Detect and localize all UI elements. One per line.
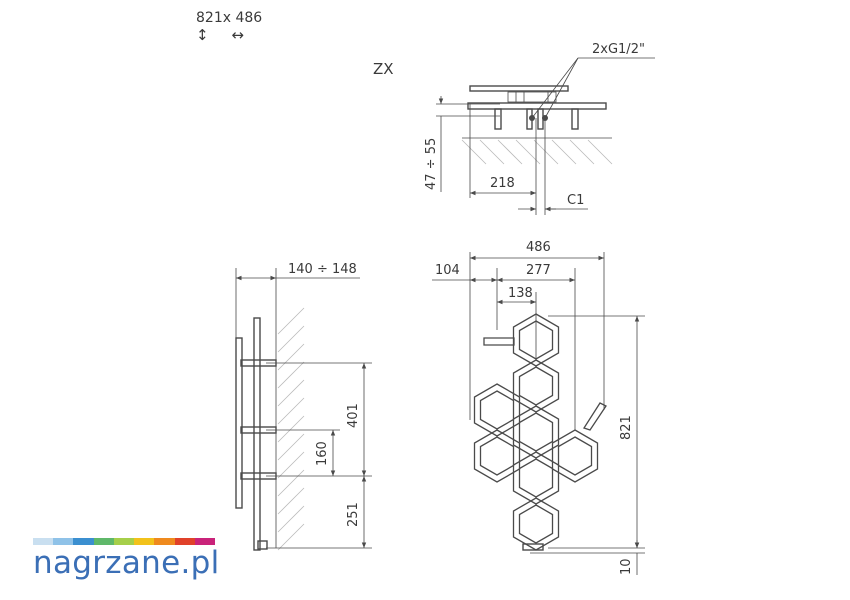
hexagon-cell [512, 313, 560, 367]
leader-line [531, 57, 579, 119]
left-towel-bar [483, 337, 515, 346]
hatch-line [277, 343, 305, 371]
dim-10-label: 10 [619, 558, 634, 575]
hexagon-cell [518, 504, 554, 544]
hatch-line [479, 139, 505, 165]
hexagon-cell [518, 412, 554, 452]
radiator-front-profile [235, 337, 243, 509]
hexagon-cell [518, 458, 554, 498]
brand-color-bar [73, 538, 94, 545]
valve-block [507, 91, 557, 103]
hexagon-cell [512, 405, 560, 459]
hatch-line [277, 523, 305, 551]
model-code: ZX [373, 60, 394, 78]
height-label: 821 [619, 415, 634, 440]
hatch-line [277, 433, 305, 461]
radiator-body-plate [467, 102, 607, 110]
hatch-line [497, 139, 523, 165]
radiator-top-plate [469, 85, 569, 92]
hatch-line [277, 397, 305, 425]
hatch-line [277, 415, 305, 443]
radiator-rear-profile [253, 317, 261, 551]
pipe-stub [257, 540, 268, 550]
right-towel-bar [583, 402, 607, 431]
brand-logo: nagrzane.pl [33, 538, 220, 580]
hatch-line [277, 469, 305, 497]
hatch-line [587, 139, 613, 165]
horizontal-arrow-icon: ↔ [231, 26, 244, 44]
brand-color-bar [53, 538, 74, 545]
hatch-line [533, 139, 559, 165]
hatch-line [569, 139, 595, 165]
bracket-left [494, 108, 502, 130]
hatch-line [277, 487, 305, 515]
hexagon-cell [473, 429, 521, 483]
hexagon-radiator [473, 313, 599, 551]
wall-hatch-top [461, 137, 613, 165]
hexagon-cell [473, 383, 521, 437]
brand-color-bar [113, 538, 135, 545]
hatch-line [277, 451, 305, 479]
brand-color-bars [33, 538, 215, 545]
hatch-line [277, 379, 305, 407]
dim-401-label: 401 [346, 403, 361, 428]
hatch-line [277, 325, 305, 353]
c1-label: C1 [567, 193, 584, 208]
front-view: 486 104 277 138 821 10 [432, 240, 645, 575]
size-label: 821x 486 [196, 10, 263, 26]
hexagon-cell [479, 436, 515, 476]
brand-color-bar [93, 538, 114, 545]
dim-251-label: 251 [346, 502, 361, 527]
hexagon-cell [551, 429, 599, 483]
bracket-right [571, 108, 579, 130]
hexagon-cell [518, 320, 554, 360]
brand-color-bar [134, 538, 155, 545]
total-width-label: 486 [526, 240, 551, 255]
leader-line [544, 57, 579, 119]
side-view: 140 ÷ 148 401 160 251 [235, 262, 372, 551]
hexagon-cell [512, 359, 560, 413]
size-arrows: ↕ ↔ [196, 27, 262, 44]
hexagon-cell [512, 497, 560, 551]
brand-color-bar [194, 538, 215, 545]
size-header: 821x 486 ↕ ↔ [196, 10, 262, 44]
dim-104-label: 104 [435, 263, 460, 278]
hexagon-cell [479, 390, 515, 430]
hatch-line [515, 139, 541, 165]
hatch-line [277, 505, 305, 533]
wall-distance-label: 47 ÷ 55 [424, 138, 439, 190]
brand-color-bar [154, 538, 175, 545]
connection-label: 2xG1/2" [592, 42, 645, 57]
hatch-line [461, 139, 487, 165]
vertical-arrow-icon: ↕ [196, 26, 209, 44]
hexagon-cell [518, 366, 554, 406]
hatch-line [277, 361, 305, 389]
dim-277-label: 277 [526, 263, 551, 278]
dim-138-label: 138 [508, 286, 533, 301]
hexagon-cell [512, 451, 560, 505]
dim-160-label: 160 [315, 441, 330, 466]
depth-label: 140 ÷ 148 [288, 262, 357, 277]
brand-color-bar [33, 538, 54, 545]
brand-name: nagrzane.pl [33, 545, 220, 581]
hatch-line [277, 307, 305, 335]
hatch-line [551, 139, 577, 165]
hexagon-cell [557, 436, 593, 476]
top-view: 2xG1/2" 47 ÷ 55 218 C1 [424, 42, 655, 215]
width-218-label: 218 [490, 176, 515, 191]
brand-color-bar [174, 538, 195, 545]
bottom-connection [522, 543, 544, 551]
